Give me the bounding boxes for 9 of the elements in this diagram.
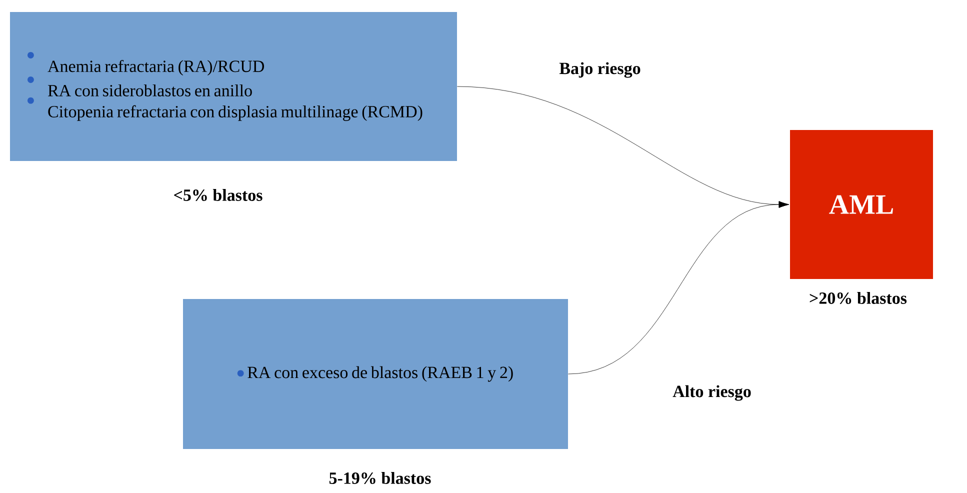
result-box: AML	[790, 130, 933, 279]
process-box: RA con exceso de blastos (RAEB 1 y 2)	[183, 299, 568, 449]
caption-text: >20% blastos	[810, 292, 907, 304]
caption-text: <5% blastos	[174, 189, 262, 201]
edge-label: Alto riesgo	[672, 384, 752, 402]
edge-label: Bajo riesgo	[558, 61, 642, 79]
arrow	[568, 201, 790, 374]
process-box: Anemia refractaria (RA)/RCUD RA con sideroblastos en anillo Citopenia refractaria con displasia multilinage (RCMD)	[10, 12, 457, 161]
caption-text: 5-19% blastos	[329, 472, 431, 484]
